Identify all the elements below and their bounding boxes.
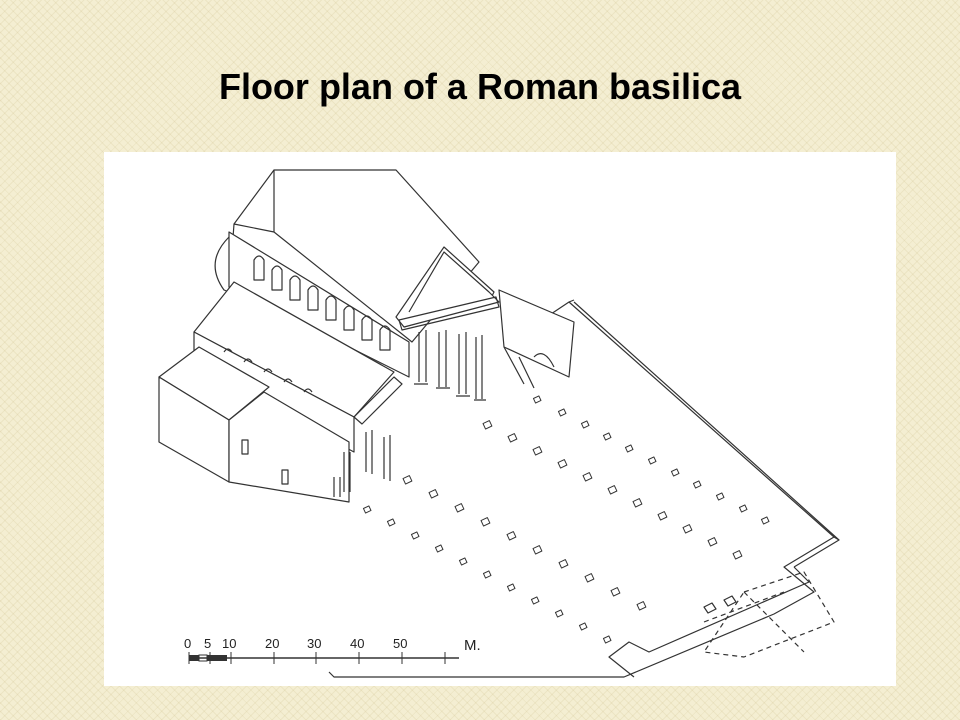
right-aisle-roof xyxy=(498,289,575,378)
slide-title: Floor plan of a Roman basilica xyxy=(218,66,742,107)
basilica-drawing: 0 5 10 20 30 40 50 M. xyxy=(104,152,896,686)
portico-entablature xyxy=(398,296,500,331)
scale-tick-40: 40 xyxy=(350,636,364,651)
scale-tick-30: 30 xyxy=(307,636,321,651)
column-bases xyxy=(362,395,770,644)
scale-tick-20: 20 xyxy=(265,636,279,651)
atrium-dashed xyxy=(703,571,835,658)
scale-unit: M. xyxy=(464,637,481,654)
left-portico-columns xyxy=(333,376,403,497)
scale-tick-0: 0 xyxy=(184,636,191,651)
floor-right-wall xyxy=(573,301,840,568)
basilica-svg: 0 5 10 20 30 40 50 M. xyxy=(158,169,840,678)
left-aisle-windows xyxy=(223,348,313,393)
clerestory-windows xyxy=(253,255,391,351)
scale-bar: 0 5 10 20 30 40 50 M. xyxy=(184,636,481,664)
scale-tick-50: 50 xyxy=(393,636,407,651)
portico-roof xyxy=(403,251,500,328)
entrance-blocks xyxy=(703,595,737,614)
narthex-windows xyxy=(241,439,289,485)
scale-tick-5: 5 xyxy=(204,636,211,651)
nave-columns xyxy=(414,330,486,401)
apse xyxy=(214,236,230,293)
scale-tick-10: 10 xyxy=(222,636,236,651)
narthex-wall-front xyxy=(228,391,350,503)
floor-front-wall xyxy=(608,566,810,678)
right-aisle-arches xyxy=(503,346,555,389)
